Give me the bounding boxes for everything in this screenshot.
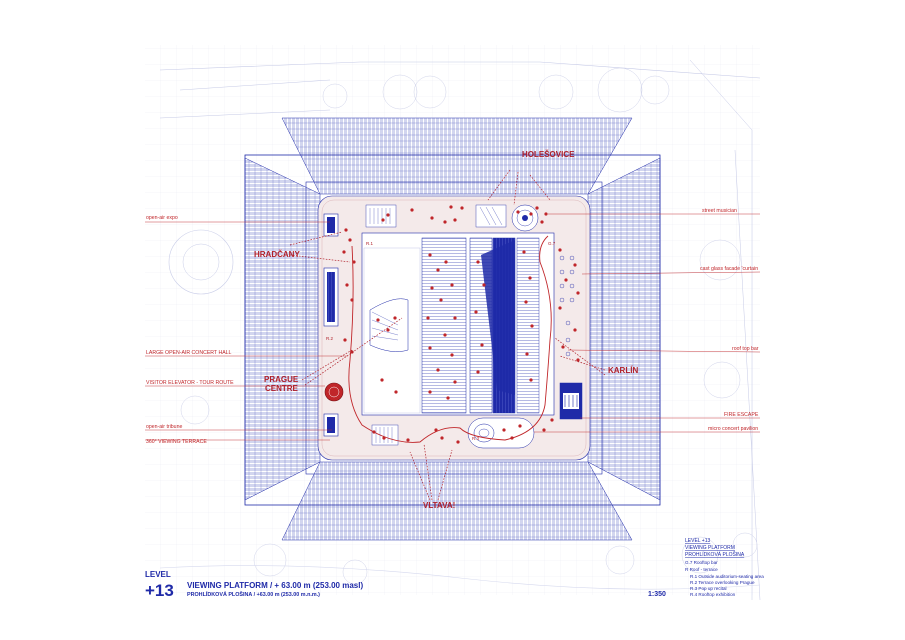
level-number: +13 — [145, 581, 174, 600]
level-label: LEVEL — [145, 570, 171, 579]
tour-route-path — [348, 235, 552, 443]
legend-item-r2: R.2 Terrace overlooking Prague — [690, 580, 755, 585]
facade-top-wing — [281, 117, 633, 195]
annotation-large-open-air-concert-hall: LARGE OPEN-AIR CONCERT HALL — [146, 350, 232, 356]
annotation-roof-top-bar: roof top bar — [732, 346, 759, 352]
room-tag-r1: R.1 — [366, 241, 374, 246]
building-facade — [244, 117, 661, 541]
roof-terrace — [317, 195, 591, 461]
district-hradcany: HRADČANY — [254, 250, 300, 259]
district-prague-centre-line1: PRAGUE — [264, 375, 299, 384]
legend-item-g7: G.7 Rooftop bar — [685, 560, 718, 565]
annotation-open-air-tribune: open-air tribune — [146, 424, 182, 430]
legend-item-r: R Roof - terrace — [685, 567, 718, 572]
seating-block-left — [421, 237, 467, 414]
annotation-cast-glass-facade: cast glass facade 'curtain — [700, 266, 758, 272]
facade-bottom-wing — [281, 461, 633, 541]
facade-left-wing — [244, 157, 321, 501]
legend-item-r4: R.4 Rooftop exhibition — [690, 592, 736, 597]
annotation-micro-concert-pavilion: micro concert pavilion — [708, 426, 758, 432]
legend-line-2: VIEWING PLATFORM — [685, 545, 735, 551]
annotation-street-musician: street musician — [702, 208, 737, 214]
room-tag-r2: R.2 — [326, 336, 334, 341]
annotation-fire-escape: FIRE ESCAPE — [724, 412, 759, 418]
district-karlin: KARLÍN — [608, 366, 638, 375]
legend-line-3: PROHLÍDKOVÁ PLOŠINA — [685, 551, 745, 558]
annotation-visitor-elevator: VISITOR ELEVATOR - TOUR ROUTE — [146, 380, 234, 386]
room-tag-g7: G.7 — [548, 241, 556, 246]
drawing-title: VIEWING PLATFORM / + 63.00 m (253.00 mas… — [187, 581, 363, 590]
legend-item-r3: R.3 Pop up recital — [690, 586, 727, 591]
legend-item-r1: R.1 Outside auditorium-seating area — [690, 574, 764, 579]
legend-line-1: LEVEL +13 — [685, 538, 710, 544]
district-arrows — [289, 169, 606, 501]
annotation-leaders — [145, 213, 761, 441]
visitor-elevator — [324, 382, 344, 402]
drawing-subtitle: PROHLÍDKOVÁ PLOŠINA / +63.00 m (253.00 m… — [187, 590, 320, 598]
district-holesovice: HOLEŠOVICE — [522, 150, 575, 159]
annotation-360-viewing-terrace: 360° VIEWING TERRACE — [146, 439, 207, 445]
district-vltava: VLTAVA! — [423, 501, 455, 510]
annotation-open-air-expo: open-air expo — [146, 215, 178, 221]
legend: LEVEL +13 VIEWING PLATFORM PROHLÍDKOVÁ P… — [685, 538, 764, 597]
room-tag-r3: R.3 — [472, 436, 480, 441]
people-dots — [342, 205, 580, 444]
district-prague-centre-line2: CENTRE — [265, 384, 299, 393]
title-block: LEVEL +13 VIEWING PLATFORM / + 63.00 m (… — [145, 570, 666, 600]
drawing-scale: 1:350 — [648, 591, 666, 598]
facade-right-wing — [587, 157, 661, 501]
